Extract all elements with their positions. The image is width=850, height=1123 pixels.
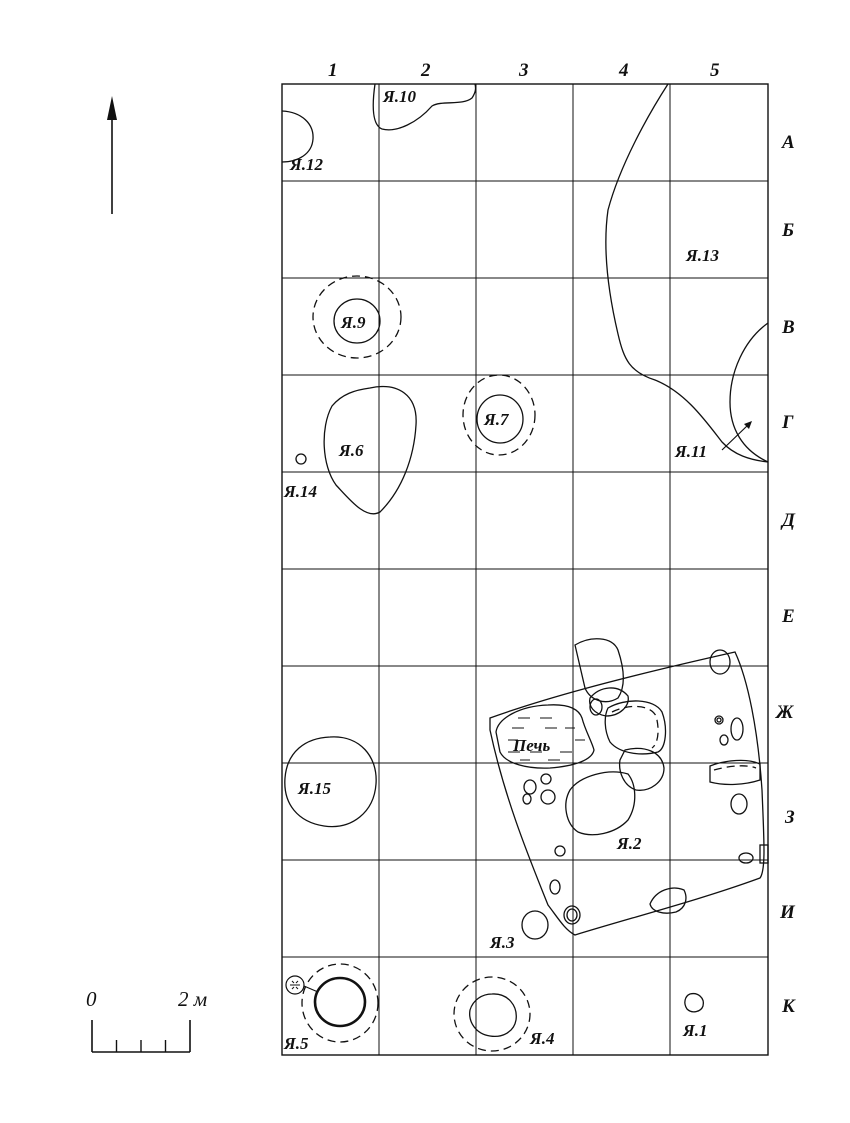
row-label-g: Г bbox=[781, 412, 794, 433]
pit-ya10-outline bbox=[372, 83, 477, 131]
pit-ya15-label: Я.15 bbox=[297, 779, 331, 798]
pit-ya14-label: Я.14 bbox=[283, 482, 317, 501]
posthole-8 bbox=[759, 844, 769, 864]
stone-7 bbox=[649, 887, 687, 914]
row-label-k: К bbox=[781, 996, 796, 1017]
pit-ya4-outer-outline bbox=[453, 976, 531, 1052]
scale-zero-label: 0 bbox=[86, 987, 97, 1011]
posthole-2 bbox=[589, 698, 603, 716]
pit-ya9-outer-outline bbox=[312, 275, 402, 359]
stone-6-trace bbox=[713, 765, 757, 771]
column-label-2: 2 bbox=[420, 60, 431, 81]
posthole-7 bbox=[738, 852, 754, 864]
row-label-v: В bbox=[781, 317, 795, 338]
row-label-a: А bbox=[781, 132, 795, 153]
pit-ya5-label: Я.5 bbox=[283, 1034, 309, 1053]
posthole-15 bbox=[563, 905, 581, 925]
pit-ya12-label: Я.12 bbox=[289, 155, 323, 174]
grain-symbol-marks bbox=[290, 980, 300, 990]
row-label-e: Е bbox=[781, 606, 795, 627]
pit-ya10-label: Я.10 bbox=[382, 87, 416, 106]
pit-ya9-inner-outline bbox=[333, 298, 381, 344]
pit-ya9-label: Я.9 bbox=[340, 313, 366, 332]
posthole-12 bbox=[522, 793, 532, 805]
pit-ya13-outline bbox=[605, 83, 769, 463]
pit-ya2-label: Я.2 bbox=[616, 834, 642, 853]
row-label-zh: Ж bbox=[774, 702, 794, 723]
pit-ya12-outline bbox=[281, 110, 314, 163]
pit-ya2-dwelling: Печь Я.2 bbox=[489, 638, 769, 936]
posthole-10 bbox=[523, 779, 537, 795]
posthole-9 bbox=[540, 773, 552, 785]
pit-ya7-outer-outline bbox=[462, 374, 536, 456]
oven-hatching bbox=[508, 717, 585, 761]
pit-ya1-label: Я.1 bbox=[682, 1021, 707, 1040]
posthole-11 bbox=[540, 789, 556, 805]
posthole-14 bbox=[549, 879, 561, 895]
posthole-15-core bbox=[566, 908, 578, 922]
stone-5 bbox=[565, 771, 636, 836]
pit-ya13-label: Я.13 bbox=[685, 246, 719, 265]
north-arrow-icon bbox=[107, 96, 117, 214]
column-label-5: 5 bbox=[710, 60, 720, 81]
stone-3-trace bbox=[611, 705, 659, 749]
stone-3 bbox=[604, 700, 667, 755]
scale-max-label: 2 м bbox=[178, 987, 207, 1011]
pit-ya7-inner-outline bbox=[476, 394, 524, 444]
pit-ya5-outer-outline bbox=[301, 963, 379, 1043]
posthole-1 bbox=[709, 649, 731, 675]
posthole-13 bbox=[554, 845, 566, 857]
row-label-z: З bbox=[784, 807, 795, 828]
pit-ya11-label: Я.11 bbox=[674, 442, 707, 461]
stone-6 bbox=[709, 759, 761, 786]
pit-ya1-outline bbox=[684, 992, 704, 1013]
pit-ya11-pointer-arrowhead bbox=[744, 421, 752, 429]
scale-bar: 0 2 м bbox=[86, 987, 207, 1053]
posthole-5 bbox=[714, 715, 724, 725]
oven-outline bbox=[495, 704, 595, 769]
stone-1 bbox=[574, 638, 624, 703]
pit-ya2-outline bbox=[489, 651, 765, 936]
grain-symbol-pointer bbox=[303, 985, 319, 993]
column-label-3: 3 bbox=[518, 60, 529, 81]
posthole-6 bbox=[730, 793, 748, 815]
posthole-4 bbox=[719, 734, 729, 746]
pit-ya7-label: Я.7 bbox=[483, 410, 510, 429]
column-label-4: 4 bbox=[618, 60, 629, 81]
stone-2 bbox=[588, 687, 629, 717]
row-label-i: И bbox=[779, 902, 796, 923]
pit-ya11-pointer bbox=[721, 424, 749, 451]
pit-ya4-label: Я.4 bbox=[529, 1029, 554, 1048]
stone-4 bbox=[618, 747, 665, 791]
posthole-3 bbox=[730, 717, 744, 741]
excavation-grid bbox=[281, 83, 769, 1056]
oven-label: Печь bbox=[512, 736, 550, 755]
row-label-d: Д bbox=[780, 510, 796, 531]
pit-ya3-label: Я.3 bbox=[489, 933, 515, 952]
row-label-b: Б bbox=[781, 220, 794, 241]
grain-symbol-icon bbox=[285, 975, 305, 995]
pit-ya15-outline bbox=[284, 736, 377, 828]
pit-ya5-inner-outline bbox=[313, 976, 367, 1028]
pit-ya14-outline bbox=[295, 453, 307, 465]
pit-ya6-label: Я.6 bbox=[338, 441, 364, 460]
posthole-5-core bbox=[716, 717, 722, 723]
pit-ya3-outline bbox=[521, 910, 549, 940]
column-label-1: 1 bbox=[328, 60, 338, 81]
pit-ya6-outline bbox=[323, 386, 417, 515]
pit-ya4-inner-outline bbox=[469, 993, 517, 1038]
pit-ya11-outline bbox=[729, 322, 769, 463]
